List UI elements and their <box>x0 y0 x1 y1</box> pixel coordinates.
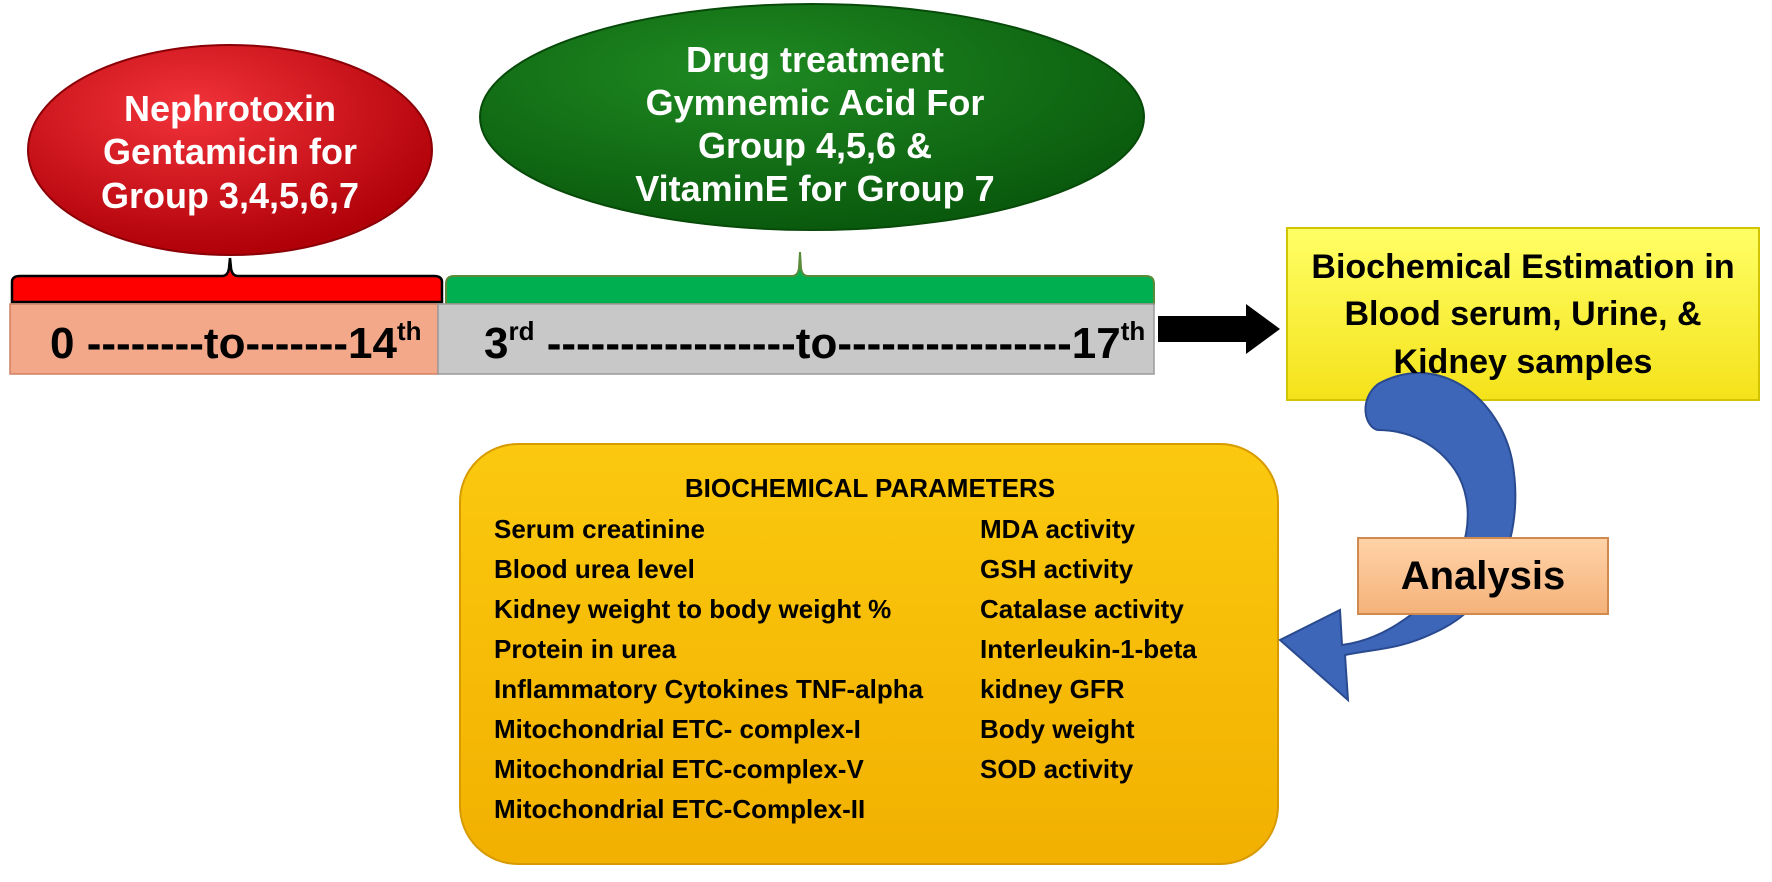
parameter-item: Interleukin-1-beta <box>980 634 1197 664</box>
drug-treatment-line-4: VitaminE for Group 7 <box>635 168 995 210</box>
nephrotoxin-line-2: Gentamicin for <box>102 131 358 173</box>
parameter-item: Inflammatory Cytokines TNF-alpha <box>494 674 924 704</box>
timeline-2-end-sup: th <box>1120 316 1146 346</box>
parameter-item: GSH activity <box>980 554 1134 584</box>
parameters-content: BIOCHEMICAL PARAMETERS Serum creatinine … <box>460 465 1280 845</box>
timeline-segment-2 <box>437 303 1155 375</box>
drug-treatment-line-3: Group 4,5,6 & <box>697 125 933 166</box>
parameter-item: MDA activity <box>980 514 1136 544</box>
analysis-text: Analysis <box>1358 538 1608 614</box>
estimation-box <box>1286 227 1760 401</box>
parameter-item: Mitochondrial ETC- complex-I <box>494 714 861 744</box>
estimation-line-2: Blood serum, Urine, & <box>1344 295 1702 334</box>
parameter-item: Mitochondrial ETC-complex-V <box>494 754 864 784</box>
timeline-1-start: 0 <box>50 319 75 368</box>
parameter-item: Body weight <box>980 714 1135 744</box>
timeline-arrow <box>1158 304 1280 354</box>
curved-blue-arrow <box>1278 372 1517 703</box>
analysis-box <box>1357 537 1609 615</box>
parameter-item: Serum creatinine <box>494 514 705 544</box>
parameters-box <box>459 443 1279 865</box>
parameters-right-column: MDA activity GSH activity Catalase activ… <box>980 509 1197 789</box>
estimation-line-1: Biochemical Estimation in <box>1311 247 1735 286</box>
estimation-text: Biochemical Estimation in Blood serum, U… <box>1290 232 1756 398</box>
parameter-item: Mitochondrial ETC-Complex-II <box>494 794 866 824</box>
parameter-item: Protein in urea <box>494 634 677 664</box>
estimation-line-3: Kidney samples <box>1393 342 1653 381</box>
drug-treatment-text: Drug treatment Gymnemic Acid For Group 4… <box>580 20 1050 228</box>
nephrotoxin-brace <box>10 257 444 304</box>
parameter-item: Blood urea level <box>494 554 695 584</box>
timeline-2-dashes: -----------------to---------------- <box>534 319 1072 368</box>
drug-treatment-line-2: Gymnemic Acid For <box>645 81 985 123</box>
timeline-2-start: 3 <box>484 319 509 368</box>
nephrotoxin-ellipse <box>27 44 433 256</box>
parameter-item: kidney GFR <box>980 674 1125 704</box>
drug-treatment-line-1: Drug treatment <box>685 38 945 80</box>
parameter-item: Catalase activity <box>980 594 1184 624</box>
nephrotoxin-line-1: Nephrotoxin <box>124 88 336 130</box>
parameters-title: BIOCHEMICAL PARAMETERS <box>684 473 1056 503</box>
drug-treatment-brace <box>445 251 1155 305</box>
timeline-1-dashes: --------to------- <box>74 319 349 368</box>
parameter-item: Kidney weight to body weight % <box>494 594 892 624</box>
parameters-left-column: Serum creatinine Blood urea level Kidney… <box>494 509 923 829</box>
nephrotoxin-text: Nephrotoxin Gentamicin for Group 3,4,5,6… <box>40 70 420 234</box>
timeline-2-start-sup: rd <box>508 316 535 346</box>
analysis-label: Analysis <box>1400 554 1566 598</box>
timeline-label-2: 3rd -----------------to----------------1… <box>484 318 1145 368</box>
nephrotoxin-line-3: Group 3,4,5,6,7 <box>100 174 360 216</box>
parameter-item: SOD activity <box>980 754 1134 784</box>
timeline-label-1: 0 --------to-------14th <box>50 318 422 368</box>
timeline-1-end: 14 <box>348 319 397 368</box>
timeline-2-end: 17 <box>1071 319 1121 368</box>
timeline-1-end-sup: th <box>396 316 422 346</box>
drug-treatment-ellipse <box>479 3 1145 231</box>
